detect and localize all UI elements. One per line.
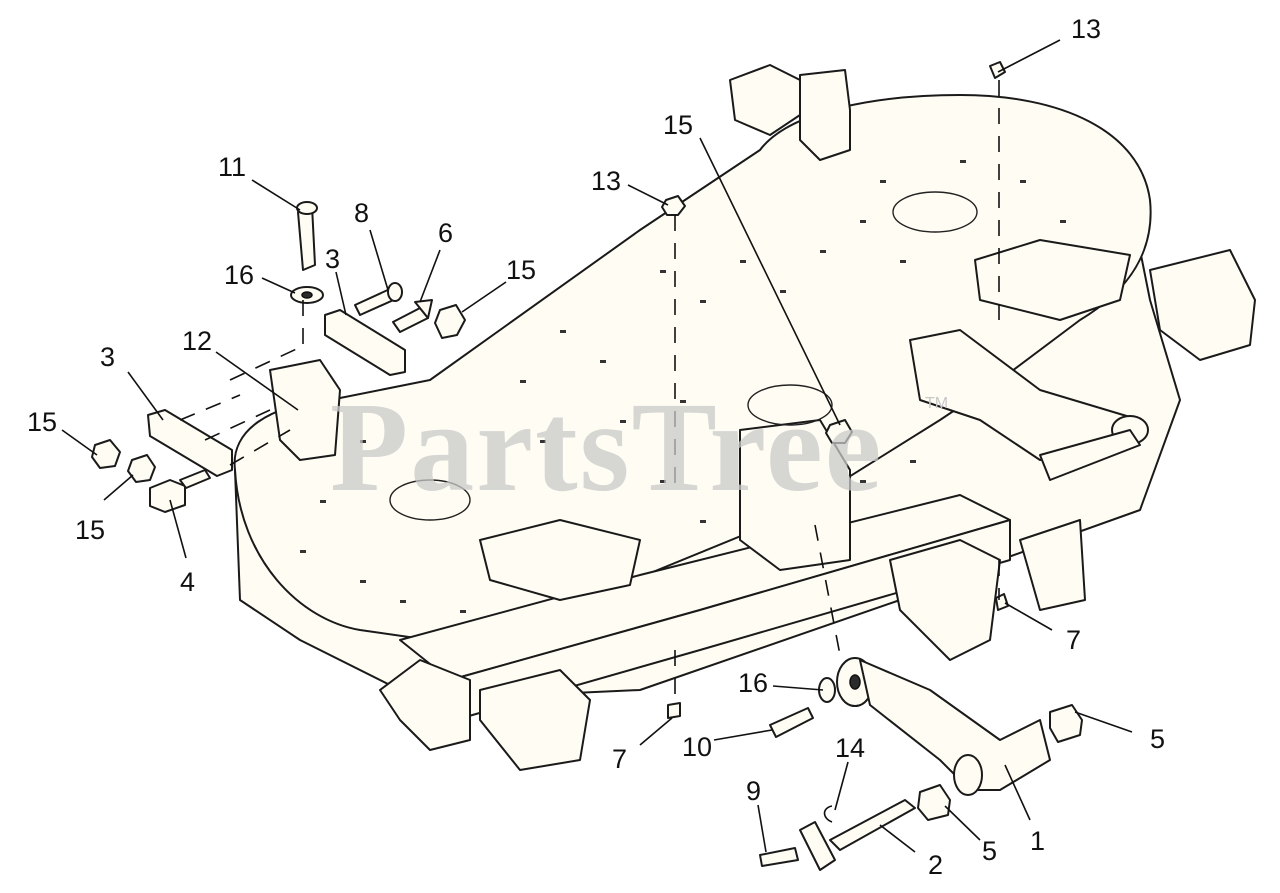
hardware-parts — [91, 61, 1083, 871]
callout-label: 10 — [682, 732, 712, 762]
assembly-centerlines — [179, 80, 1000, 700]
callout-label: 7 — [1066, 625, 1081, 655]
bolt-11 — [297, 205, 316, 271]
callout-label: 1 — [1030, 826, 1045, 856]
callout-label: 2 — [928, 850, 943, 880]
callout-label: 5 — [1150, 724, 1165, 754]
callout-labels: 13 15 11 8 6 3 16 15 13 3 12 15 15 4 7 1… — [27, 14, 1165, 880]
mower-deck — [233, 64, 1256, 771]
callout-label: 14 — [835, 733, 865, 763]
callout-label: 15 — [663, 110, 693, 140]
callout-label: 16 — [224, 260, 254, 290]
leader-lines — [61, 39, 1133, 853]
callout-label: 3 — [325, 244, 340, 274]
callout-label: 7 — [612, 744, 627, 774]
callout-label: 13 — [1071, 14, 1101, 44]
callout-label: 13 — [591, 166, 621, 196]
watermark-trademark: TM — [925, 395, 948, 412]
callout-label: 4 — [180, 567, 195, 597]
deck-rivet-pattern — [300, 160, 1066, 613]
callout-label: 12 — [182, 326, 212, 356]
callout-label: 3 — [100, 342, 115, 372]
callout-label: 15 — [75, 515, 105, 545]
callout-label: 5 — [982, 836, 997, 866]
callout-label: 16 — [738, 668, 768, 698]
callout-label: 8 — [354, 198, 369, 228]
callout-label: 15 — [27, 407, 57, 437]
watermark: PartsTree TM — [330, 376, 948, 518]
callout-label: 11 — [218, 152, 246, 182]
watermark-text: PartsTree — [330, 376, 883, 518]
callout-label: 15 — [506, 255, 536, 285]
callout-label: 9 — [746, 776, 761, 806]
callout-label: 6 — [438, 218, 453, 248]
